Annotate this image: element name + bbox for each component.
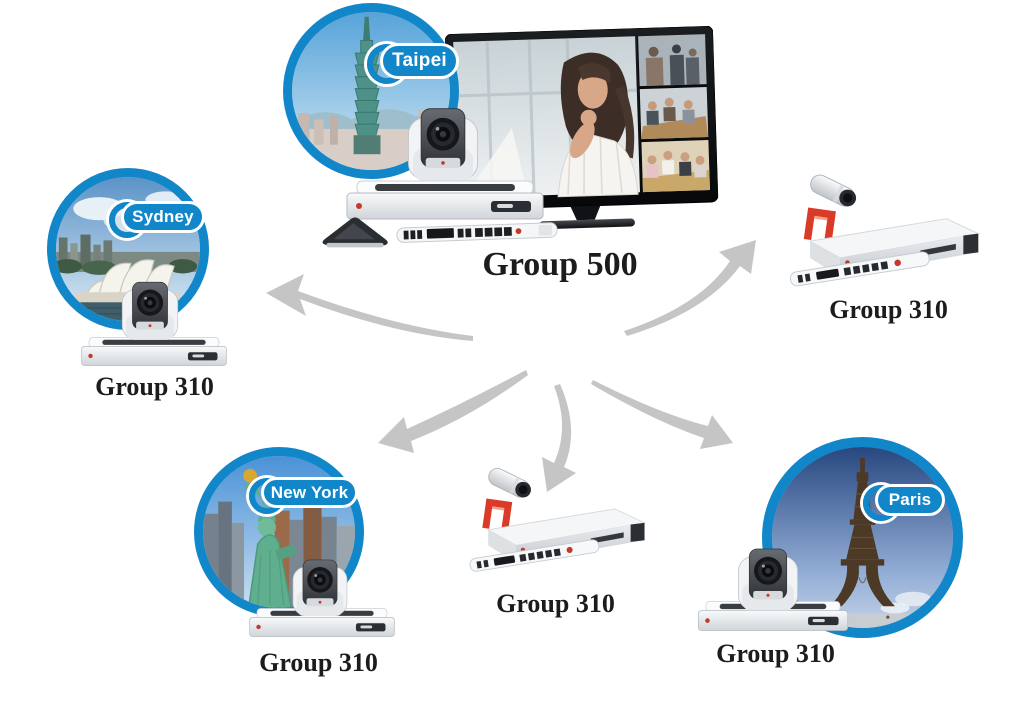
- tv-monitor: [444, 25, 719, 234]
- new-york-camera-icon: [288, 550, 352, 621]
- sydney-camera-icon: [117, 272, 183, 345]
- south-kit-icon: [462, 462, 662, 601]
- sydney-city-pill: Sydney: [121, 201, 205, 233]
- arrow-to-south-site: [542, 384, 576, 492]
- device-label-new-york: Group 310: [259, 648, 378, 677]
- device-label-south: Group 310: [496, 589, 615, 618]
- device-label-paris: Group 310: [716, 639, 835, 668]
- paris-camera-icon: [733, 538, 803, 616]
- tv-monitor-icon: [444, 25, 719, 230]
- new-york-city-label: New York: [270, 482, 349, 502]
- paris-city-pill: Paris: [875, 484, 945, 516]
- taipei-city-pill: Taipei: [380, 43, 459, 79]
- badge-paris: Paris: [762, 437, 963, 638]
- device-label-east: Group 310: [829, 295, 948, 324]
- hub-camera-icon: [402, 96, 484, 187]
- sydney-city-label: Sydney: [132, 207, 194, 226]
- device-label-group500: Group 500: [482, 246, 638, 283]
- device-label-sydney: Group 310: [95, 372, 214, 401]
- arrow-to-sydney: [266, 274, 473, 341]
- arrow-to-paris: [591, 380, 733, 449]
- taipei-city-label: Taipei: [392, 50, 447, 71]
- arrow-to-east-site: [624, 240, 756, 336]
- sydney-photo-art: [56, 177, 200, 321]
- hub-mic-pod-icon: [318, 216, 392, 250]
- paris-photo: [762, 437, 963, 638]
- new-york-city-pill: New York: [261, 477, 358, 508]
- paris-city-label: Paris: [888, 490, 932, 509]
- arrow-to-new-york: [378, 370, 528, 453]
- paris-photo-art: [772, 447, 953, 628]
